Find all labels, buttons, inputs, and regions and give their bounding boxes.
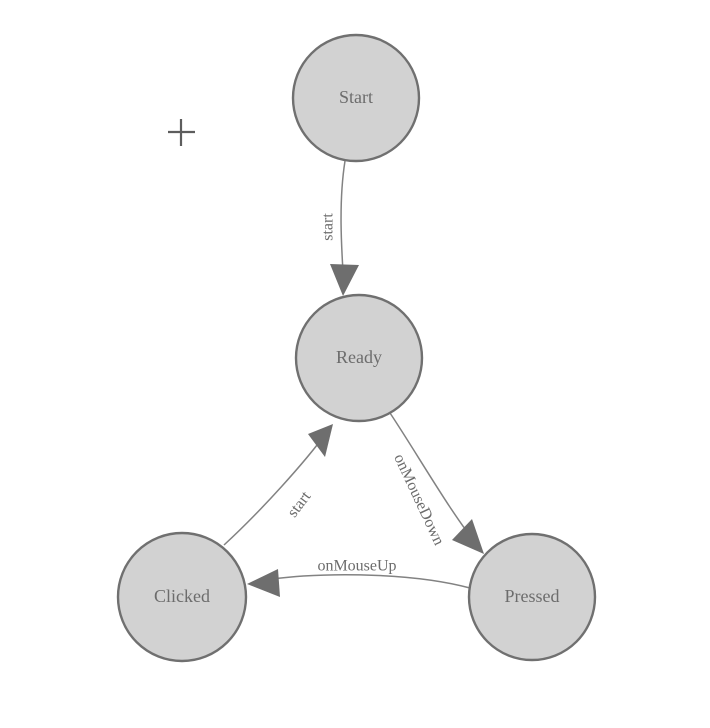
node-clicked-label: Clicked — [154, 586, 210, 606]
edge-ready-to-pressed[interactable] — [389, 412, 484, 554]
node-start-circle — [291, 33, 421, 163]
node-pressed[interactable]: Pressed — [467, 532, 597, 662]
node-ready-circle — [294, 293, 424, 423]
node-ready[interactable]: Ready — [294, 293, 424, 423]
plus-marker-icon[interactable] — [168, 119, 195, 146]
edge-path-clicked-to-ready — [223, 431, 328, 546]
node-pressed-circle — [467, 532, 597, 662]
edge-pressed-to-clicked[interactable] — [247, 569, 471, 597]
edge-path-pressed-to-clicked — [254, 573, 471, 589]
edge-start-to-ready[interactable] — [330, 160, 359, 296]
edge-label-start-to-ready: start — [320, 213, 337, 241]
arrowhead-into-ready-from-start — [330, 264, 359, 296]
edge-label-pressed-to-clicked: onMouseUp — [317, 558, 396, 575]
edge-clicked-to-ready[interactable] — [223, 424, 333, 546]
node-start-label: Start — [339, 87, 373, 107]
node-ready-label: Ready — [336, 347, 382, 367]
edge-label-clicked-to-ready: start — [284, 488, 314, 521]
arrowhead-into-clicked — [247, 569, 280, 597]
edge-label-ready-to-pressed: onMouseDown — [390, 451, 447, 548]
arrowhead-into-ready-from-clicked — [308, 424, 333, 457]
node-clicked-circle — [116, 531, 248, 663]
arrowhead-into-pressed — [452, 519, 484, 554]
node-clicked[interactable]: Clicked — [116, 531, 248, 663]
node-pressed-label: Pressed — [505, 586, 560, 606]
node-start[interactable]: Start — [291, 33, 421, 163]
